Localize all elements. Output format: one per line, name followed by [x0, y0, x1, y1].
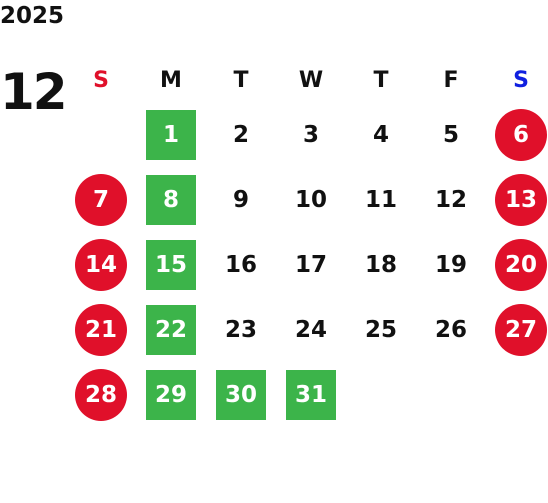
weekday-header-friday: F: [443, 67, 459, 93]
month-number: 12: [0, 63, 68, 121]
day-number: 27: [495, 303, 547, 356]
day-cell[interactable]: 11: [346, 167, 416, 232]
day-cell[interactable]: 1: [136, 102, 206, 167]
day-cell[interactable]: 8: [136, 167, 206, 232]
day-number: 28: [75, 368, 127, 421]
day-cell[interactable]: 7: [66, 167, 136, 232]
day-number: 9: [232, 186, 249, 213]
day-number: 1: [146, 109, 196, 160]
day-cell[interactable]: 30: [206, 362, 276, 427]
day-number: 25: [364, 316, 397, 343]
weekday-header-wednesday: W: [298, 67, 324, 93]
day-cell[interactable]: 15: [136, 232, 206, 297]
day-number: 8: [146, 174, 196, 225]
day-number: 16: [224, 251, 257, 278]
day-cell[interactable]: 12: [416, 167, 486, 232]
day-cell[interactable]: 13: [486, 167, 548, 232]
weekday-header-tuesday: T: [233, 67, 249, 93]
day-number: 30: [216, 369, 266, 420]
day-number: 22: [146, 304, 196, 355]
day-cell[interactable]: 5: [416, 102, 486, 167]
day-number: 12: [434, 186, 467, 213]
day-number: 21: [75, 303, 127, 356]
day-cell[interactable]: 20: [486, 232, 548, 297]
day-number: 15: [146, 239, 196, 290]
day-number: 23: [224, 316, 257, 343]
day-number: 3: [302, 121, 319, 148]
weekday-header-saturday: S: [513, 67, 529, 93]
day-cell[interactable]: 29: [136, 362, 206, 427]
day-number: 7: [75, 173, 127, 226]
day-number: 11: [364, 186, 397, 213]
day-number: 29: [146, 369, 196, 420]
day-number: 20: [495, 238, 547, 291]
day-number: 18: [364, 251, 397, 278]
day-cell[interactable]: 25: [346, 297, 416, 362]
day-number: 10: [294, 186, 327, 213]
day-cell[interactable]: 3: [276, 102, 346, 167]
day-number: 13: [495, 173, 547, 226]
day-cell[interactable]: 9: [206, 167, 276, 232]
day-cell[interactable]: 28: [66, 362, 136, 427]
day-number: 14: [75, 238, 127, 291]
day-number: 19: [434, 251, 467, 278]
day-cell[interactable]: 10: [276, 167, 346, 232]
day-number: 31: [286, 369, 336, 420]
day-cell[interactable]: 17: [276, 232, 346, 297]
day-number: 6: [495, 108, 547, 161]
day-cell[interactable]: 6: [486, 102, 548, 167]
day-cell[interactable]: 2: [206, 102, 276, 167]
weekday-header-sunday: S: [93, 67, 109, 93]
day-cell[interactable]: 4: [346, 102, 416, 167]
day-number: 2: [232, 121, 249, 148]
day-cell[interactable]: 19: [416, 232, 486, 297]
day-cell[interactable]: 24: [276, 297, 346, 362]
day-number: 17: [294, 251, 327, 278]
day-cell[interactable]: 14: [66, 232, 136, 297]
day-cell[interactable]: 27: [486, 297, 548, 362]
day-number: 5: [442, 121, 459, 148]
year-label: 2025: [0, 3, 65, 29]
day-cell[interactable]: 26: [416, 297, 486, 362]
weekday-header-monday: M: [160, 67, 182, 93]
day-cell[interactable]: 18: [346, 232, 416, 297]
day-number: 24: [294, 316, 327, 343]
day-cell[interactable]: 22: [136, 297, 206, 362]
day-cell[interactable]: 21: [66, 297, 136, 362]
weekday-header-thursday: T: [373, 67, 389, 93]
day-number: 4: [372, 121, 389, 148]
day-cell[interactable]: 23: [206, 297, 276, 362]
day-number: 26: [434, 316, 467, 343]
day-cell[interactable]: 31: [276, 362, 346, 427]
day-cell[interactable]: 16: [206, 232, 276, 297]
